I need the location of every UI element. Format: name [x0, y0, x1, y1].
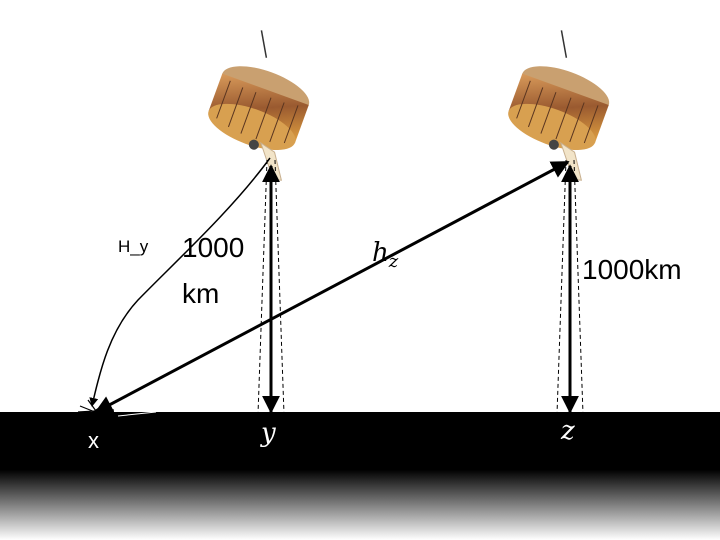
h-y-tag: H_y	[118, 237, 149, 256]
h-z-label: hz	[372, 238, 398, 271]
slant-line-h-z	[94, 160, 570, 414]
height-label-left-line1: 1000	[182, 232, 245, 263]
ground-strip	[0, 412, 720, 540]
height-label-right: 1000km	[582, 254, 682, 285]
point-label-x: x	[88, 428, 99, 453]
origin-burst	[77, 399, 115, 423]
ground-rough-edge	[0, 418, 30, 466]
ground-tick	[117, 411, 157, 417]
h-z-main: h	[372, 238, 389, 268]
height-label-left-line2: km	[182, 278, 220, 309]
satellite-icon	[208, 30, 310, 181]
point-label-z: z	[561, 416, 575, 446]
h-z-subscript: z	[388, 251, 399, 272]
curve-path-h-y	[89, 157, 271, 407]
satellite-icon	[508, 30, 610, 181]
point-label-y: y	[261, 418, 276, 448]
